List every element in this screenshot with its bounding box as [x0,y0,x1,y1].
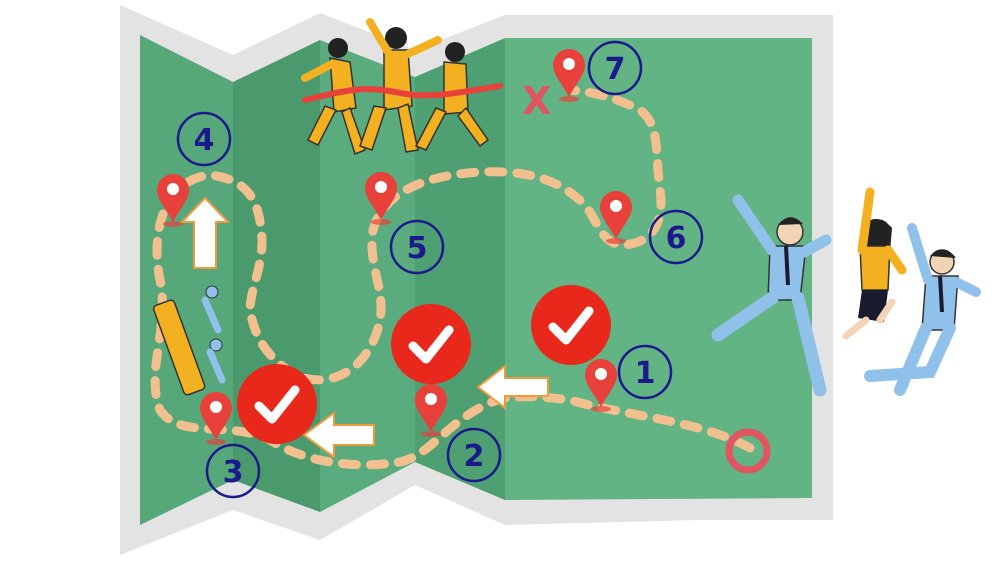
route-path [150,85,755,470]
start-marker [725,428,771,474]
finish-runners-illustration [301,18,503,155]
step-5: 5 [389,219,445,275]
map-pin-icon [200,392,232,445]
step-5-label: 5 [407,231,428,266]
x-icon: X [522,79,551,123]
step-7: 7 [587,40,643,96]
check-badge-icon [237,364,317,444]
step-4-label: 4 [194,123,215,158]
runner-figure [359,18,442,153]
map-pin-icon [585,359,617,412]
step-numbers: 1 2 3 4 5 6 7 [176,40,704,499]
runner-figure [301,38,366,155]
jumping-person [842,187,907,340]
celebrating-people-illustration [711,187,981,397]
arrow-icon [476,363,549,411]
step-2-label: 2 [464,439,485,474]
jumping-person [864,223,981,396]
direction-arrows [179,196,549,459]
climbers-illustration [152,285,226,396]
step-3-label: 3 [223,455,244,490]
jumping-person [711,194,832,397]
map-pin-icon [600,191,632,244]
arrow-icon [302,411,375,459]
step-6-label: 6 [666,221,687,256]
step-3: 3 [205,443,261,499]
map-pin-icon [415,384,447,437]
map-pins [157,49,632,445]
map-pin-icon [157,174,189,227]
map-pin-icon [553,49,585,102]
check-badge-icon [391,304,471,384]
step-6: 6 [648,209,704,265]
step-7-label: 7 [605,52,626,87]
step-2: 2 [446,427,502,483]
check-badge-icon [531,285,611,365]
step-1-label: 1 [635,356,656,391]
check-badges [237,285,611,444]
arrow-icon [179,196,231,269]
step-1: 1 [617,344,673,400]
map-pin-icon [365,172,397,225]
circle-icon [725,428,771,474]
step-4: 4 [176,111,232,167]
goal-marker: X [522,79,551,123]
finish-ribbon-icon [302,83,503,103]
runner-figure [414,42,490,151]
